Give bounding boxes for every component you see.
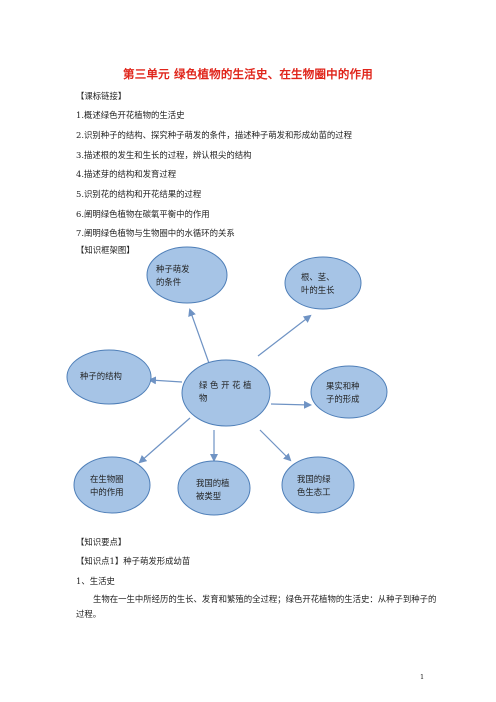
node-fruit-text: 果实和种子的形成 bbox=[326, 381, 360, 404]
arrow-to-role bbox=[138, 417, 191, 464]
node-growth bbox=[284, 256, 362, 310]
arrow-to-structure bbox=[148, 376, 183, 385]
standard-item-3: 3.描述根的发生和生长的过程，辨认根尖的结构 bbox=[76, 150, 252, 160]
arrow-to-germination bbox=[188, 308, 211, 367]
standard-item-1: 1.概述绿色开花植物的生活史 bbox=[76, 110, 185, 120]
standard-item-4: 4.描述芽的结构和发育过程 bbox=[76, 169, 177, 179]
arrow-to-fruit bbox=[270, 400, 312, 409]
page-title: 第三单元 绿色植物的生活史、在生物圈中的作用 bbox=[123, 67, 373, 81]
node-fruit bbox=[310, 365, 388, 419]
arrow-to-green bbox=[259, 429, 292, 462]
standard-item-5: 5.识别花的结构和开花结果的过程 bbox=[76, 189, 202, 199]
node-structure bbox=[66, 349, 152, 405]
node-center bbox=[181, 359, 271, 427]
node-structure-text: 种子的结构 bbox=[80, 371, 122, 381]
knowledge-point-1: 【知识点1】种子萌发形成幼苗 bbox=[76, 556, 191, 566]
node-role bbox=[73, 456, 151, 514]
standard-item-6: 6.阐明绿色植物在碳氧平衡中的作用 bbox=[76, 209, 210, 219]
node-green-text: 我国的绿色生态工 bbox=[297, 474, 331, 497]
node-center-text: 绿 色 开 花 植物 bbox=[199, 380, 252, 403]
node-green bbox=[281, 456, 355, 514]
node-germination-text: 种子萌发的条件 bbox=[156, 264, 190, 287]
standards-header: 【课标链接】 bbox=[76, 91, 127, 101]
node-vegetation bbox=[177, 460, 251, 516]
standard-item-7: 7.阐明绿色植物与生物圈中的水循环的关系 bbox=[76, 228, 235, 238]
node-germination bbox=[146, 246, 228, 304]
framework-header: 【知识框架图】 bbox=[76, 245, 135, 255]
sub-heading-life-history: 1、生活史 bbox=[76, 576, 115, 586]
paragraph-life-history: 生物在一生中所经历的生长、发育和繁殖的全过程；绿色开花植物的生活史：从种子到种子… bbox=[76, 594, 437, 619]
arrow-to-growth bbox=[257, 314, 312, 357]
key-points-header: 【知识要点】 bbox=[76, 537, 127, 547]
node-role-text: 在生物圈中的作用 bbox=[90, 474, 124, 497]
page-number: 1 bbox=[420, 673, 425, 681]
standard-item-2: 2.识别种子的结构、探究种子萌发的条件，描述种子萌发和形成幼苗的过程 bbox=[76, 130, 352, 140]
node-growth-text: 根、茎、叶的生长 bbox=[301, 272, 335, 295]
node-vegetation-text: 我国的植被类型 bbox=[196, 478, 230, 501]
